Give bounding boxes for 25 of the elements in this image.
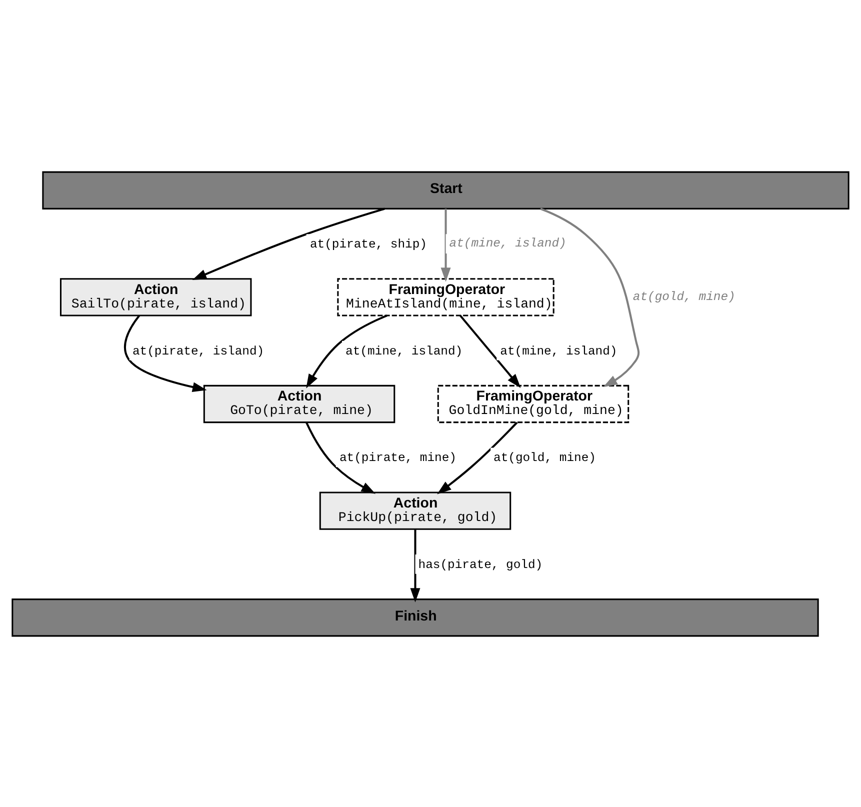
arrow — [437, 421, 518, 494]
edge-label: at(mine, island) — [500, 344, 618, 358]
edge-label: has(pirate, gold) — [418, 557, 543, 572]
edge-label: at(pirate, island) — [132, 344, 264, 358]
edge-label: at(mine, island) — [449, 236, 566, 250]
arrow — [440, 208, 451, 282]
edge-label: at(gold, mine) — [632, 289, 736, 304]
node-box: Start — [42, 170, 850, 209]
edge-label: at(mine, island) — [346, 344, 463, 358]
arrow — [540, 207, 640, 387]
node-box: FramingOperator GoldInMine(gold, mine) — [437, 384, 630, 423]
arrow — [124, 314, 207, 392]
node-box: Action PickUp(pirate, gold) — [319, 491, 512, 530]
node-box: FramingOperator MineAtIsland(mine, island) — [337, 278, 554, 316]
arrow — [410, 528, 420, 602]
arrow — [192, 207, 385, 280]
node-box: Action GoTo(pirate, mine) — [203, 384, 396, 423]
node-box: Action SailTo(pirate, island) — [60, 278, 252, 316]
arrow — [459, 314, 521, 388]
edge-label: at(pirate, ship) — [310, 236, 427, 251]
edge-label: at(gold, mine) — [494, 450, 596, 465]
arrow — [306, 314, 388, 388]
node-box: Finish — [12, 598, 819, 636]
edge-label: at(pirate, mine) — [339, 450, 456, 465]
arrow — [306, 422, 376, 494]
